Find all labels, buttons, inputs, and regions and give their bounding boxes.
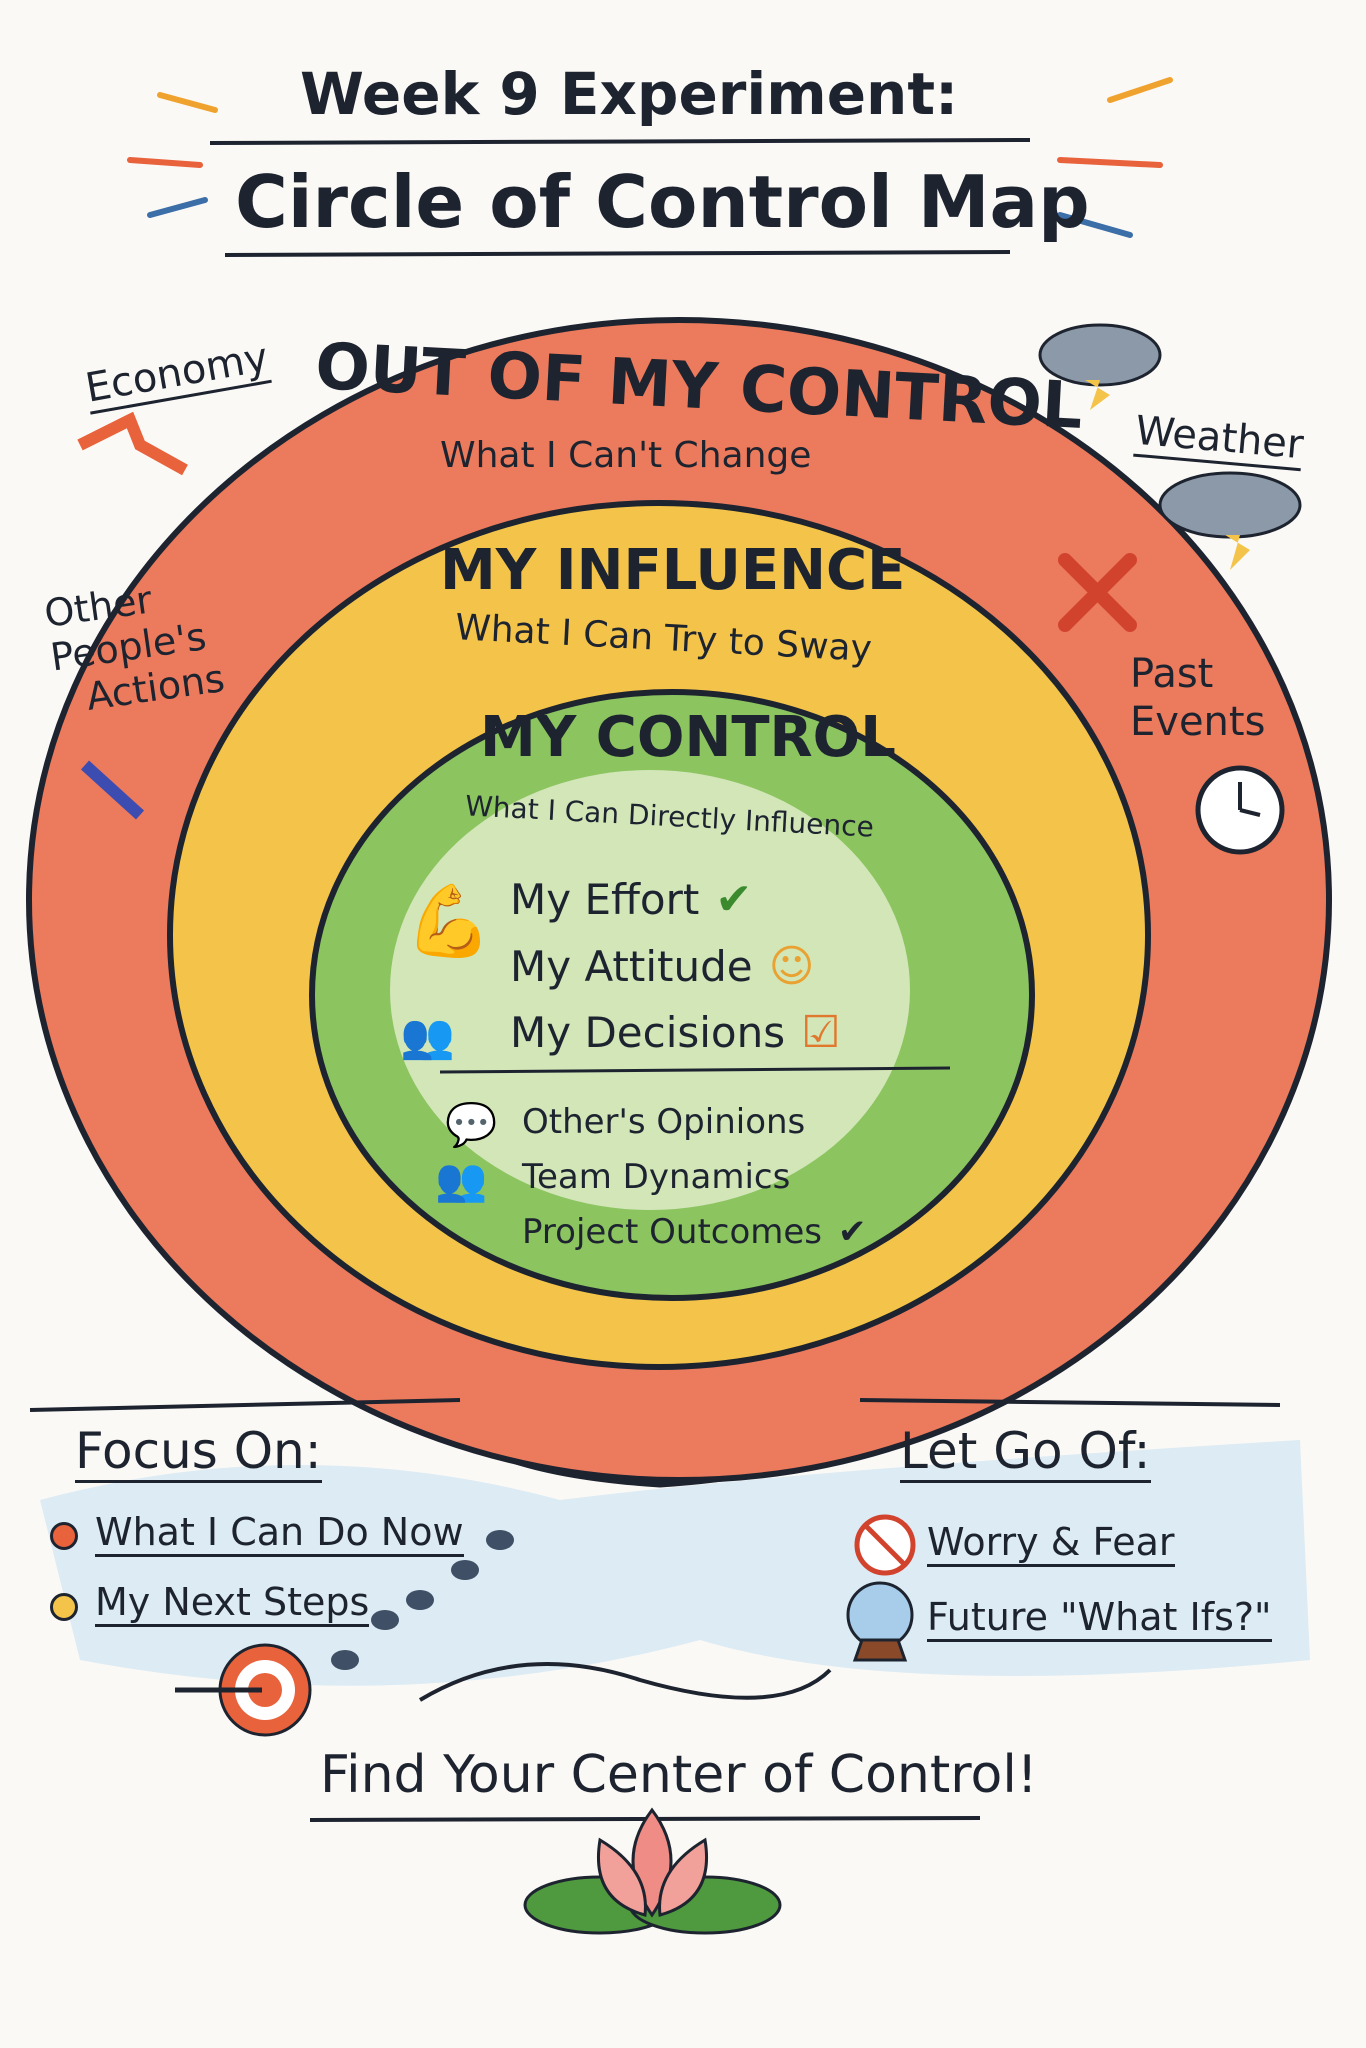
- checkbox-icon: ☑: [801, 1006, 841, 1058]
- checkmark-icon: ✔: [838, 1212, 867, 1252]
- control-item-row: My Effort ✔: [510, 875, 752, 924]
- no-worry-icon: [854, 1514, 916, 1576]
- economy-arrow-icon: [77, 411, 188, 476]
- influence-item: Project Outcomes: [522, 1212, 823, 1252]
- control-item: My Effort: [510, 875, 700, 924]
- red-x-icon: [1058, 553, 1137, 632]
- inner-divider: [439, 1066, 951, 1074]
- let-go-item: Worry & Fear: [927, 1520, 1175, 1567]
- outer-subheading: What I Can't Change: [440, 435, 812, 476]
- control-item-row: My Decisions ☑: [510, 1008, 841, 1057]
- inner-heading: MY CONTROL: [480, 705, 896, 770]
- footprints-icon: [331, 1530, 514, 1670]
- focus-item: My Next Steps: [95, 1580, 370, 1627]
- influence-item-row: Project Outcomes ✔: [522, 1212, 867, 1252]
- yellow-bullet-icon: [50, 1593, 78, 1621]
- title-line-1: Week 9 Experiment:: [300, 60, 959, 128]
- influence-item: Team Dynamics: [522, 1157, 791, 1197]
- clock-icon: [1195, 765, 1285, 855]
- let-go-item: Future "What Ifs?": [927, 1595, 1272, 1642]
- team-icon: 👥: [435, 1155, 488, 1204]
- focus-on-heading: Focus On:: [75, 1422, 322, 1483]
- speech-bubbles-icon: 💬: [445, 1100, 498, 1149]
- influence-item: Other's Opinions: [522, 1102, 806, 1142]
- focus-item: What I Can Do Now: [95, 1510, 464, 1557]
- target-icon: [175, 1643, 312, 1737]
- control-item: My Decisions: [510, 1008, 786, 1057]
- control-item-row: My Attitude ☺: [510, 942, 815, 991]
- title-line-2: Circle of Control Map: [235, 160, 1090, 244]
- footer-tagline: Find Your Center of Control!: [320, 1745, 1038, 1805]
- people-icon: 👥: [400, 1011, 455, 1062]
- others-arrow-icon: [80, 760, 145, 820]
- crystal-ball-icon: [846, 1581, 914, 1662]
- others-actions-label: Other People's Actions: [41, 577, 228, 719]
- flexed-arm-icon: 💪: [405, 880, 493, 962]
- red-bullet-icon: [50, 1522, 78, 1550]
- let-go-of-heading: Let Go Of:: [900, 1422, 1151, 1483]
- past-events-label: Past Events: [1130, 651, 1266, 745]
- lotus-icon: [523, 1807, 782, 1935]
- middle-heading: MY INFLUENCE: [440, 538, 906, 603]
- checkmark-icon: ✔: [715, 873, 753, 925]
- smiley-icon: ☺: [768, 940, 815, 992]
- control-item: My Attitude: [510, 942, 753, 991]
- storm-cloud-icon: [1038, 323, 1302, 570]
